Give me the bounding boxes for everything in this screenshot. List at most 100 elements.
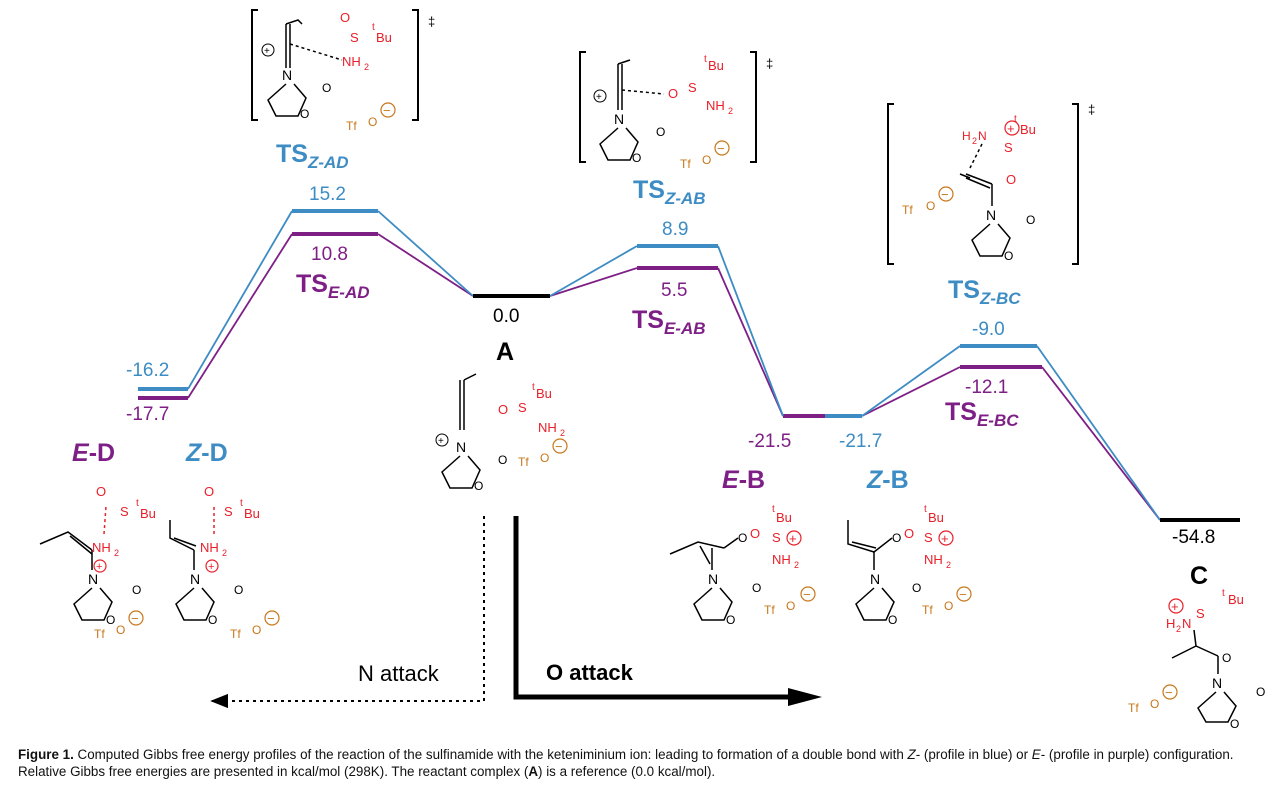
svg-text:O: O	[322, 81, 331, 95]
label-n-attack: N attack	[358, 661, 439, 686]
label-a: A	[496, 338, 515, 366]
svg-text:t: t	[136, 498, 139, 509]
svg-text:S: S	[518, 400, 527, 415]
structure-e-d: N O O NH 2 + O S t Bu Tf O −	[39, 484, 156, 641]
value-c: -54.8	[1172, 527, 1216, 548]
svg-text:O: O	[208, 613, 217, 627]
svg-text:2: 2	[946, 560, 951, 570]
structure-z-d: N O O NH 2 + O S t Bu Tf O −	[169, 484, 280, 641]
svg-text:t: t	[1222, 588, 1225, 599]
svg-text:O: O	[498, 453, 507, 467]
svg-text:2: 2	[728, 106, 733, 116]
svg-text:O: O	[252, 623, 261, 637]
svg-text:N: N	[456, 439, 466, 455]
svg-text:−: −	[383, 103, 391, 118]
svg-text:S: S	[224, 504, 233, 519]
svg-text:+: +	[264, 46, 270, 57]
svg-text:O: O	[668, 86, 678, 101]
svg-text:NH: NH	[200, 540, 219, 555]
dagger-ts-z-ad: ‡	[428, 14, 435, 29]
svg-text:2: 2	[222, 548, 227, 558]
value-e-d: -17.7	[126, 404, 170, 425]
svg-text:NH: NH	[772, 552, 791, 567]
svg-text:+: +	[1007, 121, 1015, 136]
svg-text:−: −	[959, 587, 967, 602]
svg-text:t: t	[240, 498, 243, 509]
svg-text:Bu: Bu	[376, 30, 392, 45]
svg-text:+: +	[941, 531, 949, 546]
svg-text:−: −	[717, 141, 725, 156]
svg-text:+: +	[789, 531, 797, 546]
svg-text:O: O	[1006, 172, 1016, 187]
svg-text:O: O	[96, 484, 106, 499]
svg-text:+: +	[438, 436, 444, 447]
svg-text:NH: NH	[924, 552, 943, 567]
value-a: 0.0	[493, 306, 520, 327]
svg-text:−: −	[803, 587, 811, 602]
svg-text:O: O	[116, 623, 125, 637]
svg-text:Tf: Tf	[94, 627, 105, 641]
label-ts-z-bc: TSZ-BC	[948, 276, 1021, 308]
svg-text:NH: NH	[706, 98, 725, 113]
dagger-ts-z-ab: ‡	[766, 56, 773, 71]
label-z-b: Z-B	[867, 466, 909, 494]
conn-zb-ts-z-bc	[861, 345, 961, 417]
label-e-b: E-B	[722, 466, 766, 494]
svg-text:O: O	[904, 526, 914, 541]
svg-text:N: N	[88, 571, 98, 587]
svg-text:Bu: Bu	[1020, 122, 1036, 137]
svg-text:t: t	[704, 54, 707, 65]
svg-text:O: O	[1004, 249, 1013, 263]
svg-text:O: O	[1230, 717, 1239, 731]
svg-text:2: 2	[1176, 624, 1181, 634]
svg-text:O: O	[204, 484, 214, 499]
svg-text:O: O	[1026, 213, 1035, 227]
svg-text:t: t	[1014, 114, 1017, 125]
svg-text:+: +	[596, 92, 602, 103]
dagger-ts-z-bc: ‡	[1088, 102, 1095, 117]
z-profile	[138, 209, 1161, 521]
svg-text:N: N	[282, 67, 292, 83]
value-e-b: -21.5	[748, 431, 792, 452]
svg-text:−: −	[941, 187, 949, 202]
svg-text:O: O	[752, 581, 761, 595]
n-attack-arrow	[210, 516, 485, 709]
svg-text:+: +	[96, 561, 102, 573]
svg-text:S: S	[120, 504, 129, 519]
svg-text:−: −	[131, 611, 139, 626]
svg-text:−: −	[555, 439, 563, 454]
svg-text:S: S	[924, 530, 933, 545]
conn-ts-e-bc-c	[1041, 366, 1161, 521]
svg-text:O: O	[926, 199, 935, 213]
svg-text:O: O	[1150, 697, 1159, 711]
svg-text:N: N	[1212, 675, 1222, 691]
svg-text:O: O	[368, 115, 377, 129]
structure-e-b: O N O O O S t Bu + NH 2 Tf O −	[669, 504, 816, 627]
svg-text:2: 2	[560, 428, 565, 438]
svg-text:Tf: Tf	[764, 603, 775, 617]
svg-text:Bu: Bu	[140, 506, 156, 521]
svg-text:N: N	[978, 129, 987, 143]
svg-text:−: −	[267, 611, 275, 626]
conn-ts-e-ad-a	[377, 233, 474, 297]
svg-text:Tf: Tf	[680, 157, 691, 171]
label-ts-z-ab: TSZ-AB	[633, 176, 706, 208]
svg-text:NH: NH	[538, 420, 557, 435]
value-ts-z-ab: 8.9	[662, 219, 689, 240]
svg-text:Tf: Tf	[518, 455, 529, 469]
svg-text:Bu: Bu	[244, 506, 260, 521]
svg-text:O: O	[656, 125, 665, 139]
svg-text:O: O	[786, 599, 795, 613]
svg-text:N: N	[870, 571, 880, 587]
svg-text:S: S	[772, 530, 781, 545]
svg-text:O: O	[726, 613, 735, 627]
svg-text:N: N	[1182, 616, 1191, 631]
svg-text:Tf: Tf	[922, 603, 933, 617]
structure-z-b: O N O O O S t Bu + NH 2 Tf O −	[847, 504, 972, 627]
svg-text:H: H	[1166, 616, 1175, 631]
plus-charge	[261, 43, 275, 57]
svg-text:t: t	[372, 22, 375, 33]
svg-text:O: O	[750, 526, 760, 541]
svg-text:Tf: Tf	[230, 627, 241, 641]
